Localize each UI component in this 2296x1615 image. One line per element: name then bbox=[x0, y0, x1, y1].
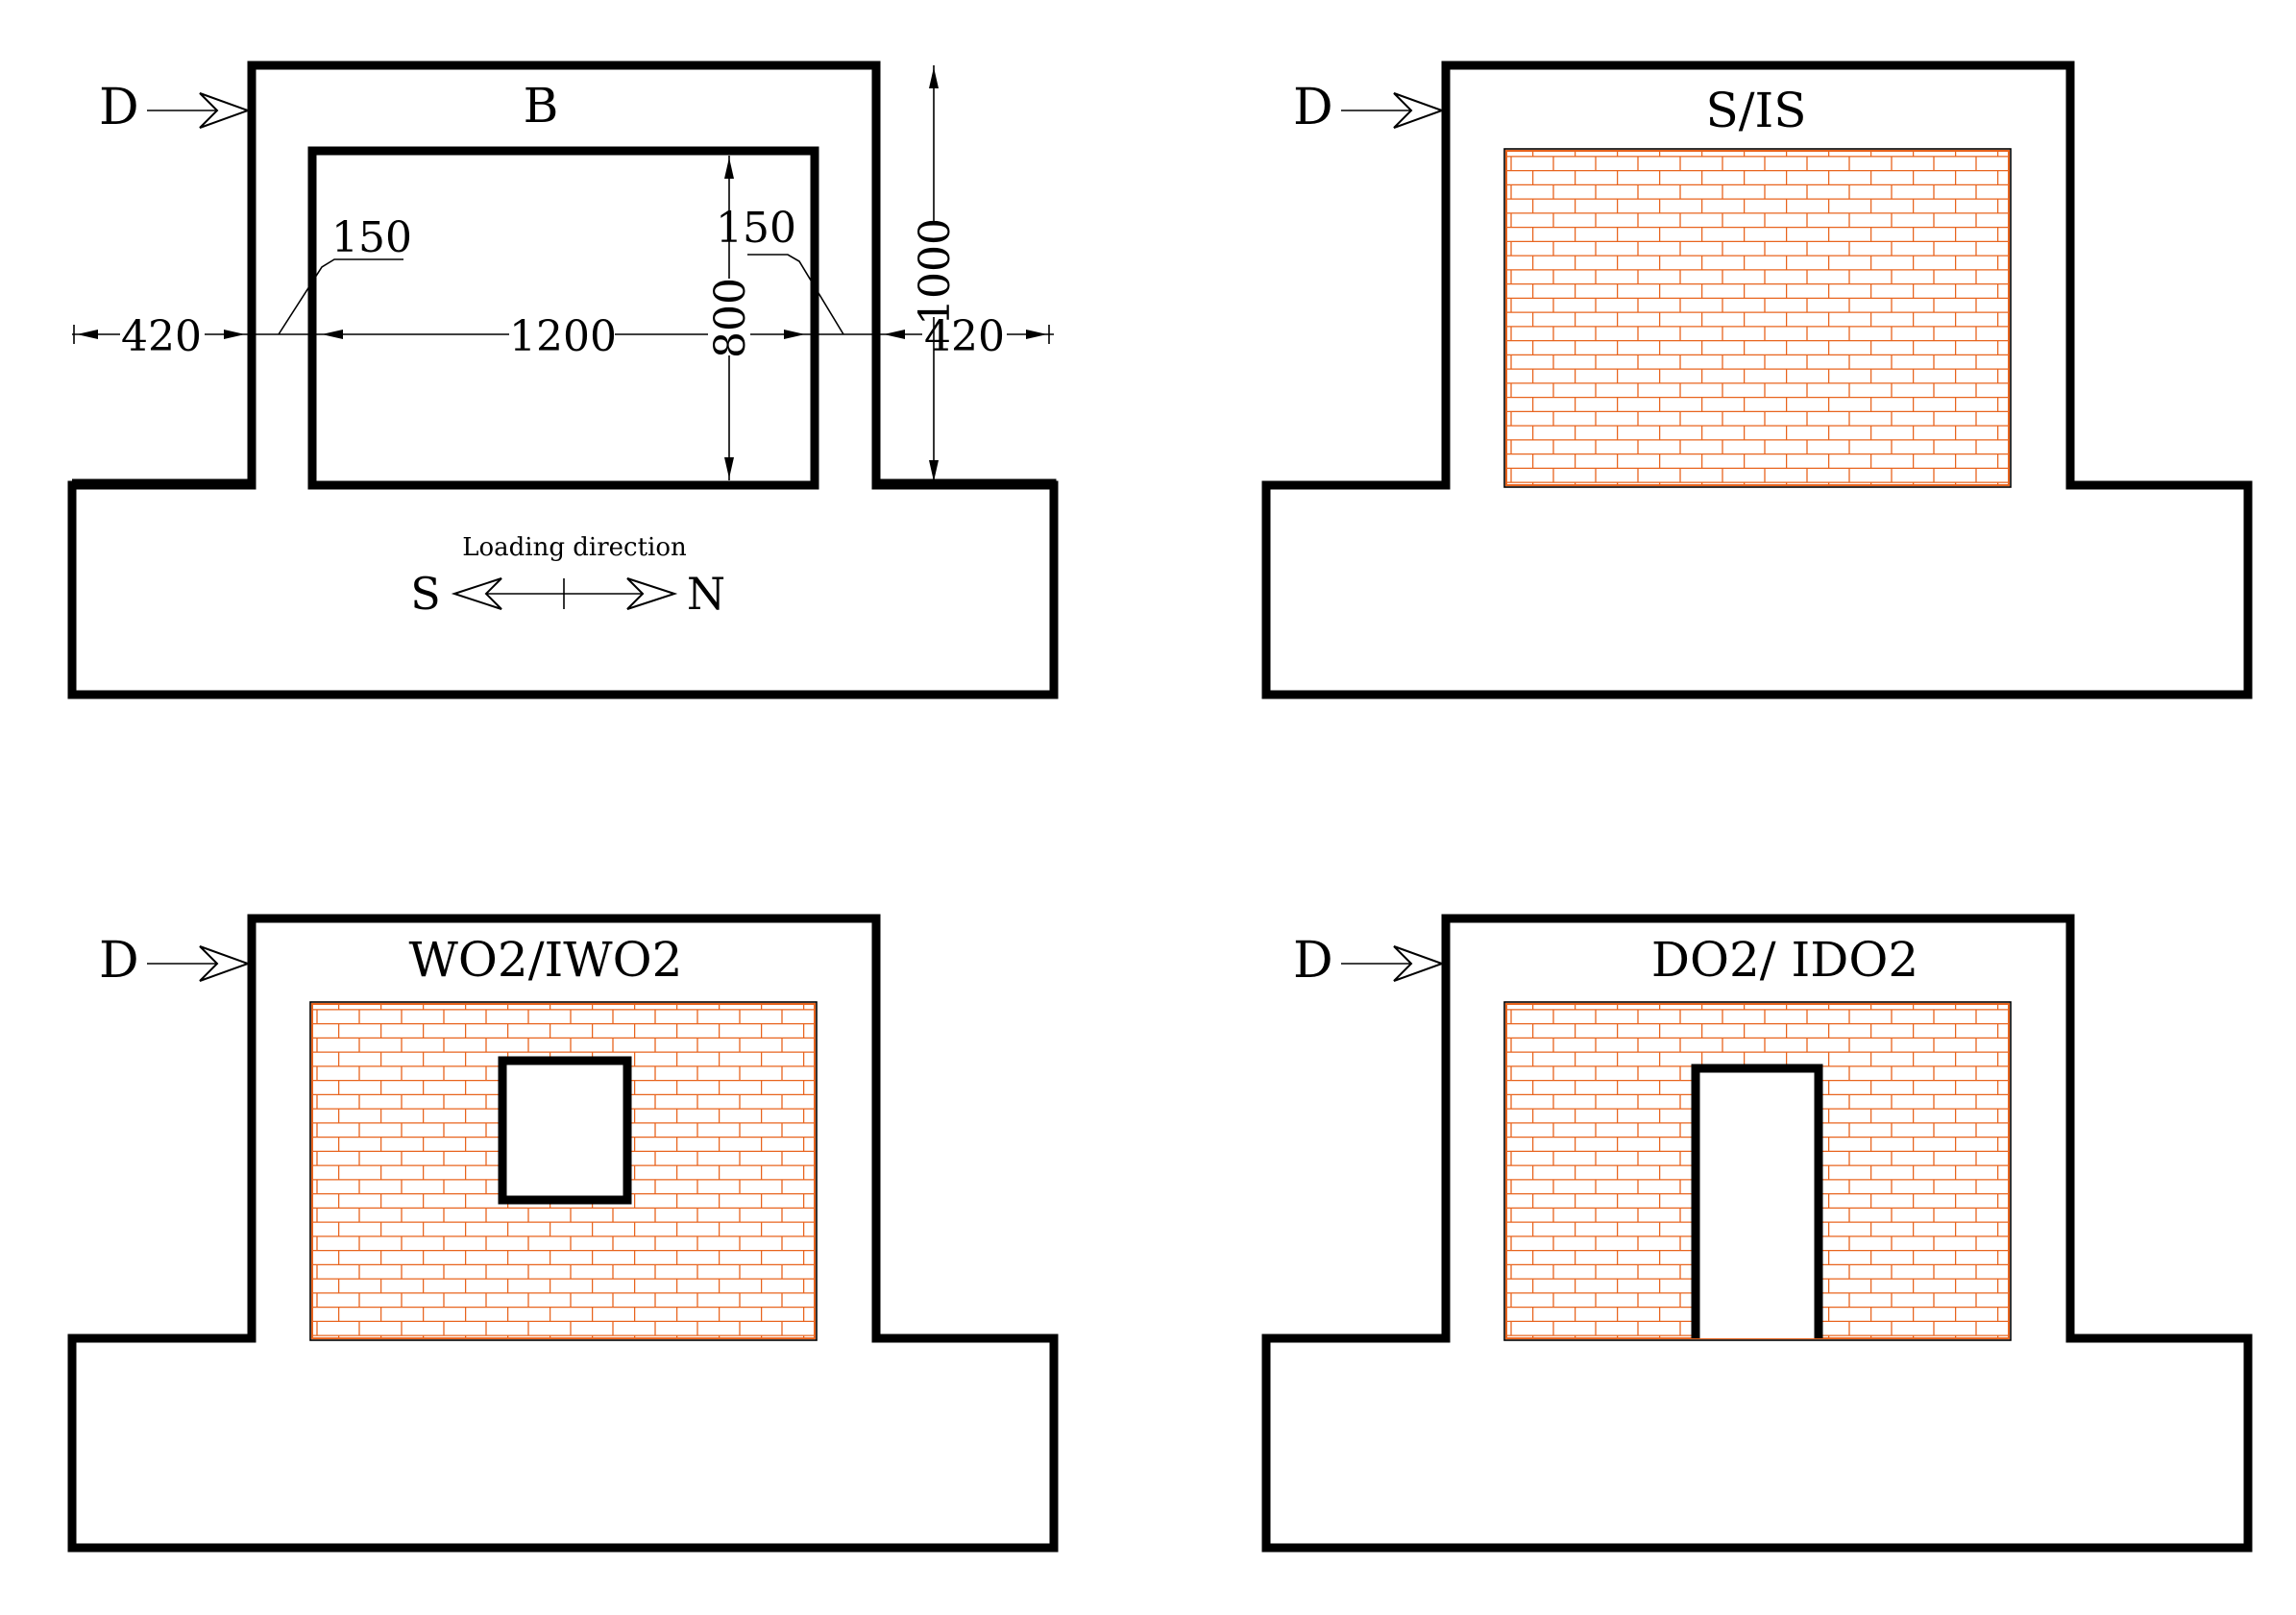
panel-label: DO2/ IDO2 bbox=[1651, 932, 1918, 988]
total-height-dimension: 1000 bbox=[911, 65, 960, 483]
arrowhead-icon bbox=[929, 460, 939, 481]
arrowhead-icon bbox=[1393, 945, 1445, 982]
loading-direction: Loading direction S N bbox=[410, 533, 725, 620]
arrowhead-icon bbox=[322, 330, 343, 339]
horizontal-dimension-chain: 420 1200 420 bbox=[72, 312, 1054, 361]
panel-label: WO2/IWO2 bbox=[409, 932, 683, 988]
dim-right-base: 420 bbox=[924, 312, 1005, 361]
direction-arrow: D bbox=[99, 79, 251, 136]
window-opening bbox=[498, 1056, 632, 1205]
direction-arrow: D bbox=[1293, 79, 1445, 136]
panel-bare-frame: B D 420 1200 420 150 bbox=[67, 61, 1059, 699]
infill-border bbox=[309, 1001, 818, 1341]
panel-label: B bbox=[524, 78, 559, 134]
arrowhead-icon bbox=[884, 330, 905, 339]
door-opening bbox=[1691, 1064, 1823, 1338]
arrowhead-icon bbox=[224, 330, 245, 339]
panel-window-opening: WO2/IWO2 D bbox=[67, 914, 1059, 1553]
dim-left-column: 150 bbox=[331, 213, 412, 262]
loading-south-label: S bbox=[410, 568, 441, 620]
direction-label: D bbox=[1293, 79, 1333, 136]
arrowhead-icon bbox=[1026, 330, 1047, 339]
loading-direction-title: Loading direction bbox=[462, 533, 687, 562]
dim-right-column: 150 bbox=[716, 204, 796, 253]
direction-label: D bbox=[99, 79, 139, 136]
direction-arrow: D bbox=[1293, 932, 1445, 990]
panel-label: S/IS bbox=[1705, 83, 1806, 138]
arrowhead-icon bbox=[199, 92, 251, 129]
panel-solid-infill: S/IS D bbox=[1261, 61, 2253, 699]
direction-arrow: D bbox=[99, 932, 251, 990]
arrowhead-icon bbox=[929, 67, 939, 88]
arrowhead-icon bbox=[77, 330, 98, 339]
direction-label: D bbox=[99, 932, 139, 990]
arrowhead-left-icon bbox=[451, 577, 502, 610]
infill-border bbox=[1503, 1001, 2012, 1341]
brick-infill bbox=[1505, 150, 2010, 486]
dim-left-base: 420 bbox=[121, 312, 202, 361]
infill-border bbox=[1503, 148, 2012, 488]
dim-beam-span: 1200 bbox=[509, 312, 617, 361]
arrowhead-icon bbox=[199, 945, 251, 982]
arrowhead-icon bbox=[724, 457, 734, 478]
panel-door-opening: DO2/ IDO2 D bbox=[1261, 914, 2253, 1553]
loading-north-label: N bbox=[687, 568, 725, 620]
arrowhead-right-icon bbox=[626, 577, 678, 610]
arrowhead-icon bbox=[784, 330, 805, 339]
dim-opening-height: 800 bbox=[706, 278, 755, 358]
dim-total-height: 1000 bbox=[911, 218, 960, 326]
opening-height-dimension: 800 bbox=[706, 156, 755, 480]
arrowhead-icon bbox=[1393, 92, 1445, 129]
direction-label: D bbox=[1293, 932, 1333, 990]
arrowhead-icon bbox=[724, 158, 734, 179]
